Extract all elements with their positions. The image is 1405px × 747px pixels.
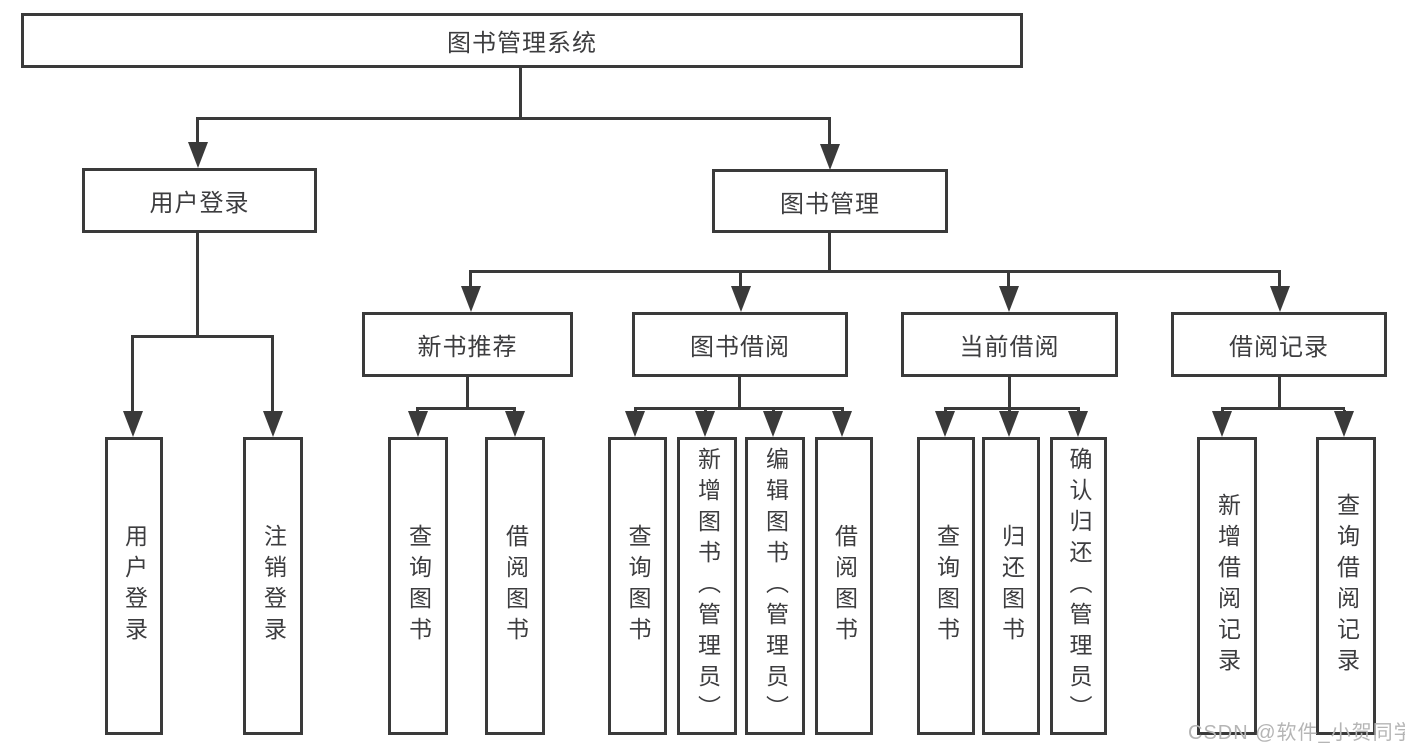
- connector-root-stem: [519, 68, 522, 117]
- node-label: 新增借阅记录: [1214, 493, 1241, 679]
- node-user-login: 用户登录: [82, 168, 317, 233]
- node-label: 图书管理: [780, 190, 880, 218]
- leaf-edit-books-admin: 编辑图书（管理员）: [745, 437, 805, 735]
- connector-borrow-records-stem: [1278, 377, 1281, 409]
- node-label: 编辑图书（管理员）: [762, 446, 789, 726]
- connector-book-management-stem: [828, 233, 831, 272]
- node-label: 归还图书: [998, 524, 1025, 648]
- node-label: 查询图书: [933, 524, 960, 648]
- node-label: 借阅图书: [502, 524, 529, 648]
- arrow-down-icon: [408, 411, 428, 437]
- arrow-down-icon: [832, 411, 852, 437]
- connector-drop-new-book: [469, 273, 472, 288]
- node-label: 查询借阅记录: [1333, 493, 1360, 679]
- arrow-down-icon: [763, 411, 783, 437]
- connector-drop-book-management: [828, 120, 831, 146]
- arrow-down-icon: [820, 144, 840, 170]
- leaf-add-books-admin: 新增图书（管理员）: [677, 437, 737, 735]
- leaf-add-borrow-record: 新增借阅记录: [1197, 437, 1257, 735]
- node-borrowing-records: 借阅记录: [1171, 312, 1387, 377]
- node-book-borrowing: 图书借阅: [632, 312, 848, 377]
- leaf-query-books-recommend: 查询图书: [388, 437, 448, 735]
- node-label: 查询图书: [625, 524, 651, 648]
- arrow-down-icon: [695, 411, 715, 437]
- node-label: 图书借阅: [690, 334, 790, 361]
- leaf-query-books-borrowing: 查询图书: [608, 437, 667, 735]
- arrow-down-icon: [505, 411, 525, 437]
- arrow-down-icon: [625, 411, 645, 437]
- connector-drop-book-borrow: [739, 273, 742, 288]
- arrow-down-icon: [999, 286, 1019, 312]
- leaf-query-borrow-record: 查询借阅记录: [1316, 437, 1376, 735]
- connector-user-login-stem: [196, 233, 199, 337]
- node-label: 用户登录: [149, 190, 250, 217]
- connector-new-book-stem: [466, 377, 469, 409]
- node-label: 借阅记录: [1229, 334, 1329, 361]
- leaf-borrow-books-recommend: 借阅图书: [485, 437, 545, 735]
- arrow-down-icon: [999, 411, 1019, 437]
- node-label: 当前借阅: [959, 334, 1060, 361]
- connector-drop-user-login: [196, 120, 199, 146]
- arrow-down-icon: [263, 411, 283, 437]
- leaf-confirm-return-admin: 确认归还（管理员）: [1050, 437, 1107, 735]
- leaf-return-books: 归还图书: [982, 437, 1040, 735]
- arrow-down-icon: [1068, 411, 1088, 437]
- connector-current-borrow-stem: [1008, 377, 1011, 409]
- connector-drop-borrow-records: [1278, 273, 1281, 288]
- connector-drop-leaf: [271, 338, 274, 413]
- node-new-book-recommendation: 新书推荐: [362, 312, 573, 377]
- leaf-borrow-books: 借阅图书: [815, 437, 873, 735]
- leaf-query-books-current: 查询图书: [917, 437, 975, 735]
- arrow-down-icon: [731, 286, 751, 312]
- leaf-logout: 注销登录: [243, 437, 303, 735]
- node-book-management: 图书管理: [712, 169, 948, 233]
- arrow-down-icon: [188, 142, 208, 168]
- arrow-down-icon: [123, 411, 143, 437]
- arrow-down-icon: [1334, 411, 1354, 437]
- node-label: 借阅图书: [831, 524, 858, 648]
- node-current-borrowing: 当前借阅: [901, 312, 1118, 377]
- node-label: 新增图书（管理员）: [694, 446, 721, 726]
- node-library-management-system: 图书管理系统: [21, 13, 1023, 68]
- node-label: 确认归还（管理员）: [1066, 446, 1092, 726]
- arrow-down-icon: [461, 286, 481, 312]
- node-label: 图书管理系统: [447, 30, 597, 57]
- connector-drop-leaf: [131, 338, 134, 413]
- node-label: 注销登录: [260, 524, 287, 648]
- arrow-down-icon: [935, 411, 955, 437]
- node-label: 查询图书: [405, 524, 432, 648]
- node-label: 用户登录: [121, 524, 148, 648]
- connector-user-login-crossbar: [131, 335, 274, 338]
- connector-book-management-crossbar: [469, 270, 1281, 273]
- leaf-user-login: 用户登录: [105, 437, 163, 735]
- connector-borrow-records-crossbar: [1221, 407, 1345, 410]
- arrow-down-icon: [1212, 411, 1232, 437]
- node-label: 新书推荐: [417, 334, 518, 361]
- csdn-watermark: CSDN @软件_小贺同学: [1188, 722, 1405, 744]
- connector-book-borrow-stem: [738, 377, 741, 409]
- connector-book-borrow-crossbar: [634, 407, 844, 410]
- arrow-down-icon: [1270, 286, 1290, 312]
- connector-root-crossbar: [196, 117, 831, 120]
- connector-drop-current-borrow: [1007, 273, 1010, 288]
- connector-current-borrow-crossbar: [944, 407, 1080, 410]
- connector-new-book-crossbar: [416, 407, 516, 410]
